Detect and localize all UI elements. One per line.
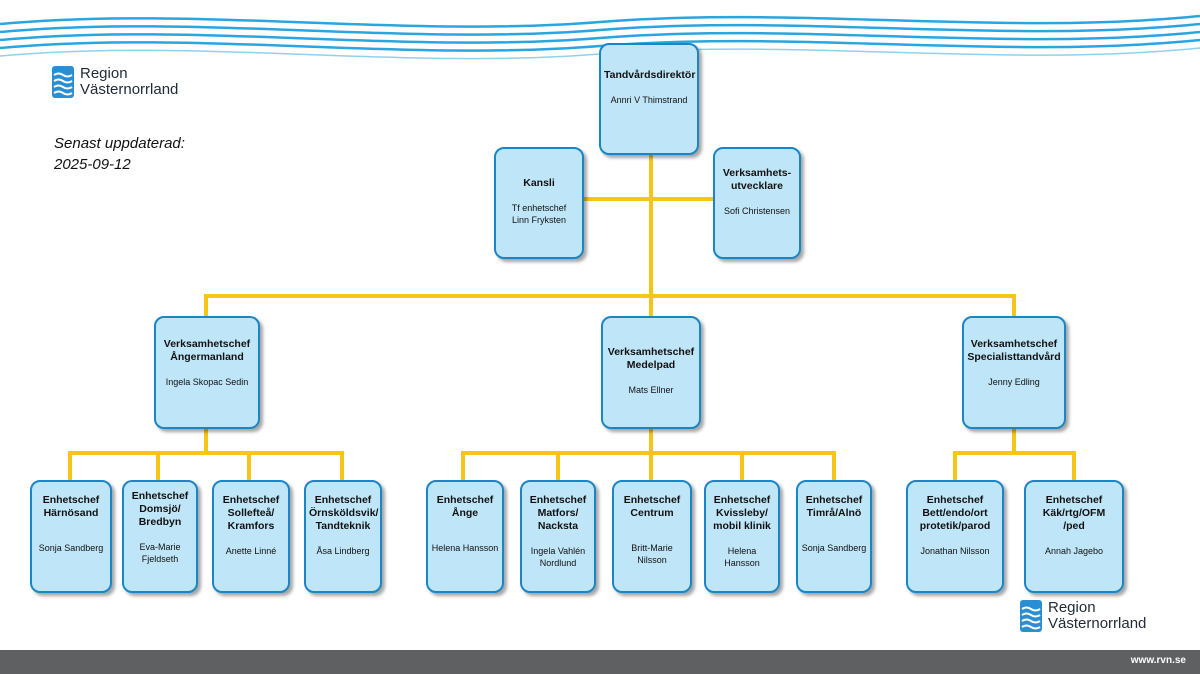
org-box-vc-medelpad: Verksamhetschef Medelpad Mats Ellner (601, 316, 701, 429)
org-box-unit-harnosand: Enhetschef Härnösand Sonja Sandberg (30, 480, 112, 593)
logo-line2: Västernorrland (80, 81, 179, 98)
org-box-unit-kvissleby: Enhetschef Kvissleby/ mobil klinik Helen… (704, 480, 780, 593)
box-title: Enhetschef Sollefteå/ Kramfors (222, 494, 280, 532)
org-box-unit-kak: Enhetschef Käk/rtg/OFM /ped Annah Jagebo (1024, 480, 1124, 593)
org-box-vc-angermanland: Verksamhetschef Ångermanland Ingela Skop… (154, 316, 260, 429)
box-title: Enhetschef Käk/rtg/OFM /ped (1042, 494, 1106, 532)
org-box-unit-timra: Enhetschef Timrå/Alnö Sonja Sandberg (796, 480, 872, 593)
box-name: Ingela Skopac Sedin (165, 377, 249, 387)
box-name: Eva-Marie Fjeldseth (139, 542, 181, 564)
box-name: Sonja Sandberg (801, 543, 867, 553)
logo-line1: Region (1048, 599, 1096, 616)
box-name: Sofi Christensen (723, 206, 791, 216)
org-box-unit-centrum: Enhetschef Centrum Britt-Marie Nilsson (612, 480, 692, 593)
box-name: Jenny Edling (988, 377, 1040, 387)
box-name: Britt-Marie Nilsson (631, 543, 673, 565)
region-logo-bottom: Region Västernorrland (1020, 600, 1146, 632)
logo-line1: Region (80, 65, 128, 82)
box-name: Annah Jagebo (1044, 546, 1104, 556)
org-box-vc-specialist: Verksamhetschef Specialisttandvård Jenny… (962, 316, 1066, 429)
org-box-unit-matfors: Enhetschef Matfors/ Nacksta Ingela Vahlé… (520, 480, 596, 593)
box-name: Åsa Lindberg (316, 546, 370, 556)
org-box-unit-ange: Enhetschef Ånge Helena Hansson (426, 480, 504, 593)
region-logo: Region Västernorrland (52, 66, 178, 98)
box-title: Enhetschef Bett/endo/ort protetik/parod (919, 494, 991, 532)
updated-date: 2025-09-12 (54, 156, 131, 173)
box-title: Enhetschef Timrå/Alnö (805, 494, 863, 519)
box-title: Verksamhets- utvecklare (722, 167, 792, 192)
box-name: Ingela Vahlén Nordlund (530, 546, 586, 568)
footer-url[interactable]: www.rvn.se (1130, 655, 1186, 666)
box-name: Jonathan Nilsson (920, 546, 990, 556)
box-title: Enhetschef Domsjö/ Bredbyn (131, 490, 189, 528)
box-name: Helena Hansson (724, 546, 760, 568)
box-title: Verksamhetschef Specialisttandvård (967, 338, 1061, 363)
updated-note: Senast uppdaterad: 2025-09-12 (54, 133, 185, 175)
box-name: Sonja Sandberg (38, 543, 104, 553)
box-name: Mats Ellner (628, 385, 674, 395)
box-title: Verksamhetschef Ångermanland (163, 338, 251, 363)
box-title: Enhetschef Kvissleby/ mobil klinik (713, 494, 771, 532)
org-box-unit-ornskoldsvik: Enhetschef Örnsköldsvik/ Tandteknik Åsa … (304, 480, 382, 593)
org-box-unit-domsjo: Enhetschef Domsjö/ Bredbyn Eva-Marie Fje… (122, 480, 198, 593)
region-logo-icon (1020, 600, 1042, 632)
box-title: Enhetschef Centrum (623, 494, 681, 519)
box-title: Tandvårdsdirektör (604, 69, 696, 81)
box-name: Anette Linné (225, 546, 277, 556)
box-title: Enhetschef Ånge (436, 494, 494, 519)
org-box-utvecklare: Verksamhets- utvecklare Sofi Christensen (713, 147, 801, 259)
box-title: Verksamhetschef Medelpad (607, 346, 695, 371)
box-title: Enhetschef Härnösand (42, 494, 100, 519)
box-title: Kansli (523, 177, 555, 189)
org-box-director: Tandvårdsdirektör Annri V Thimstrand (599, 43, 699, 155)
org-box-unit-bett: Enhetschef Bett/endo/ort protetik/parod … (906, 480, 1004, 593)
org-box-kansli: Kansli Tf enhetschef Linn Fryksten (494, 147, 584, 259)
box-title: Enhetschef Matfors/ Nacksta (529, 494, 587, 532)
box-name: Tf enhetschef Linn Fryksten (511, 203, 567, 225)
box-title: Enhetschef Örnsköldsvik/ Tandteknik (309, 494, 379, 532)
box-name: Annri V Thimstrand (610, 95, 688, 105)
footer-bar: www.rvn.se (0, 650, 1200, 674)
updated-label: Senast uppdaterad: (54, 135, 185, 152)
org-box-unit-solleftea: Enhetschef Sollefteå/ Kramfors Anette Li… (212, 480, 290, 593)
box-name: Helena Hansson (431, 543, 499, 553)
region-logo-icon (52, 66, 74, 98)
logo-line2: Västernorrland (1048, 615, 1147, 632)
